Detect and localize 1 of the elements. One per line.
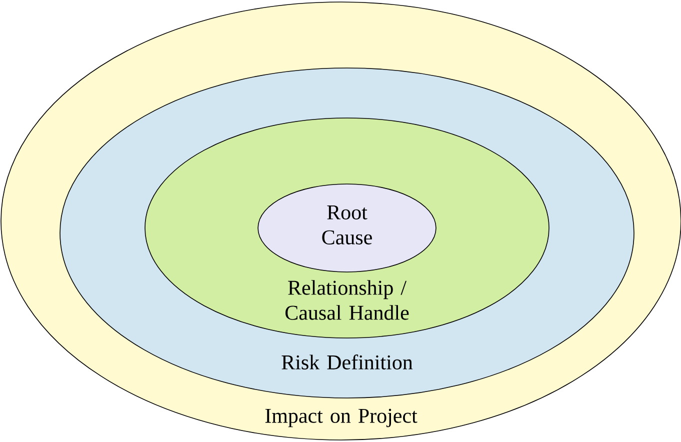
- ellipse-region: Root Cause: [258, 184, 436, 272]
